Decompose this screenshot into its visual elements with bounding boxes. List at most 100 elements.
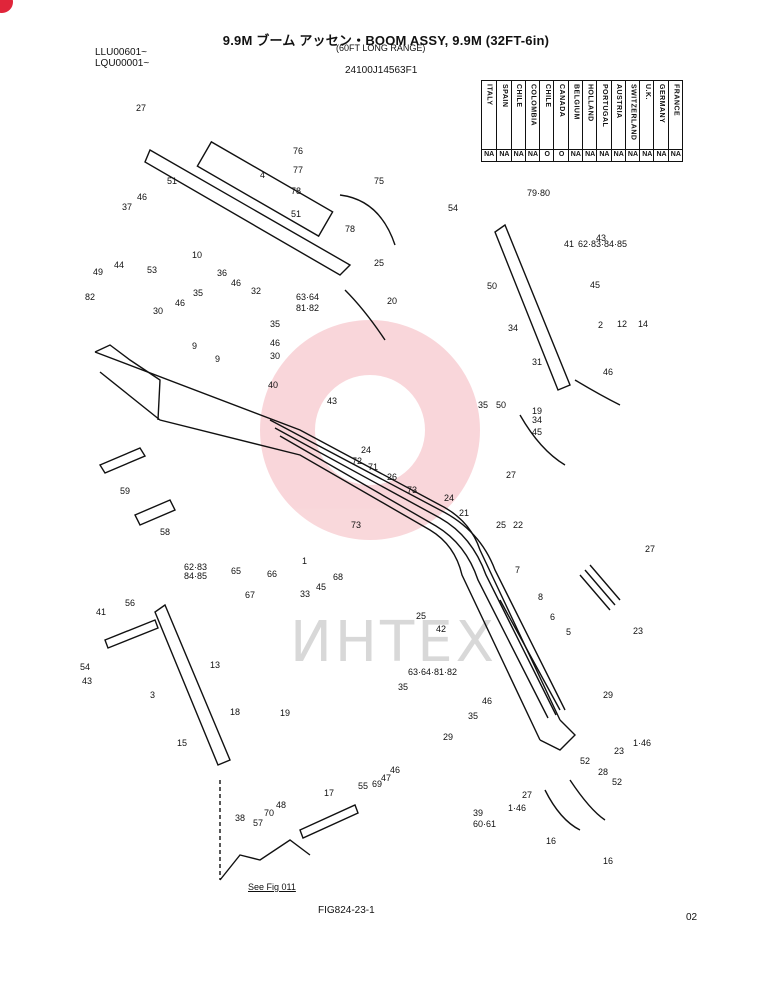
country-applicability-value: NA bbox=[511, 149, 526, 158]
country-applicability-value: O bbox=[540, 149, 555, 158]
country-name: PORTUGAL bbox=[600, 84, 608, 128]
part-callout-label: 37 bbox=[122, 202, 133, 212]
part-callout-label: 15 bbox=[177, 738, 188, 748]
bucket-cylinder-2 bbox=[494, 223, 571, 391]
part-callout-label: 1·46 bbox=[508, 803, 527, 813]
part-callout-label: 20 bbox=[387, 296, 398, 306]
part-callout-label: 45 bbox=[532, 427, 543, 437]
part-callout-label: 51 bbox=[167, 176, 178, 186]
part-callout-label: 42 bbox=[436, 624, 447, 634]
part-callout-label: 51 bbox=[291, 209, 302, 219]
part-callout-label: 60·61 bbox=[473, 819, 497, 829]
boom-pipe-1 bbox=[269, 419, 566, 711]
part-callout-label: 54 bbox=[80, 662, 91, 672]
part-callout-label: 23 bbox=[614, 746, 625, 756]
boom-tip bbox=[539, 719, 576, 751]
part-callout-label: 4 bbox=[260, 170, 266, 180]
country-applicability-value: NA bbox=[611, 149, 626, 158]
part-callout-label: 19 bbox=[280, 708, 291, 718]
part-callout-label: 27 bbox=[645, 544, 656, 554]
hose-bundle-23 bbox=[579, 564, 621, 611]
part-callout-label: 8 bbox=[538, 592, 544, 602]
serial-range-2: LQU00001~ bbox=[95, 58, 150, 69]
part-callout-label: 28 bbox=[598, 767, 609, 777]
page-number: 02 bbox=[686, 912, 698, 923]
part-callout-label: 68 bbox=[333, 572, 344, 582]
country-applicability-value: NA bbox=[654, 149, 669, 158]
boom-pipe-3 bbox=[279, 435, 549, 719]
part-callout-label: 36 bbox=[217, 268, 228, 278]
part-callout-label: 49 bbox=[93, 267, 104, 277]
figure-reference: FIG824-23-1 bbox=[318, 905, 375, 916]
part-callout-label: 44 bbox=[114, 260, 125, 270]
part-callout-label: 79·80 bbox=[527, 188, 551, 198]
country-name: HOLLAND bbox=[586, 84, 594, 122]
country-applicability-value: NA bbox=[482, 149, 497, 158]
part-callout-label: 7 bbox=[515, 565, 521, 575]
part-callout-label: 63·64 bbox=[296, 292, 320, 302]
part-callout-label: 46 bbox=[231, 278, 242, 288]
part-callout-label: 69 bbox=[372, 779, 383, 789]
part-callout-label: 43 bbox=[82, 676, 93, 686]
part-callout-label: 81·82 bbox=[296, 303, 320, 313]
boom-upper-edge bbox=[94, 351, 561, 721]
part-callout-label: 78 bbox=[345, 224, 356, 234]
country-name: ITALY bbox=[485, 84, 493, 106]
part-callout-label: 24 bbox=[361, 445, 372, 455]
part-callout-label: 62·83 bbox=[184, 562, 208, 572]
boom-pipe-2 bbox=[274, 427, 557, 716]
part-callout-label: 57 bbox=[253, 818, 264, 828]
part-callout-label: 46 bbox=[603, 367, 614, 377]
part-callout-label: 19 bbox=[532, 406, 543, 416]
country-name: U.K. bbox=[643, 84, 651, 100]
country-name: CHILE bbox=[515, 84, 523, 108]
part-callout-label: 43 bbox=[327, 396, 338, 406]
assembly-part-number: 24100J14563F1 bbox=[345, 65, 418, 76]
part-callout-label: 59 bbox=[120, 486, 131, 496]
country-applicability-value: NA bbox=[568, 149, 583, 158]
pin-55 bbox=[299, 804, 359, 839]
arm-cylinder bbox=[144, 148, 352, 276]
part-callout-label: 39 bbox=[473, 808, 484, 818]
part-callout-label: 50 bbox=[496, 400, 507, 410]
part-callout-label: 46 bbox=[390, 765, 401, 775]
part-callout-label: 3 bbox=[150, 690, 156, 700]
part-callout-label: 1·46 bbox=[633, 738, 652, 748]
country-name: CHILE bbox=[543, 84, 551, 108]
country-applicability-value: NA bbox=[525, 149, 541, 158]
part-callout-label: 54 bbox=[448, 203, 459, 213]
part-callout-label: 56 bbox=[125, 598, 136, 608]
part-callout-label: 47 bbox=[381, 773, 392, 783]
part-callout-label: 23 bbox=[633, 626, 644, 636]
part-callout-label: 41 bbox=[96, 607, 107, 617]
part-callout-label: 34 bbox=[532, 415, 543, 425]
part-callout-label: 16 bbox=[546, 836, 557, 846]
part-callout-label: 40 bbox=[268, 380, 279, 390]
part-callout-label: 26 bbox=[387, 472, 398, 482]
boom-foot-bracket bbox=[219, 839, 311, 881]
part-callout-label: 1 bbox=[302, 556, 308, 566]
part-callout-label: 46 bbox=[175, 298, 186, 308]
part-callout-label: 29 bbox=[443, 732, 454, 742]
see-figure-reference[interactable]: See Fig 011 bbox=[248, 882, 296, 892]
part-callout-label: 35 bbox=[468, 711, 479, 721]
part-callout-label: 24 bbox=[444, 493, 455, 503]
part-callout-label: 41 bbox=[564, 239, 575, 249]
part-callout-label: 46 bbox=[482, 696, 493, 706]
part-callout-label: 73 bbox=[351, 520, 362, 530]
part-callout-label: 67 bbox=[245, 590, 256, 600]
country-applicability-value: NA bbox=[668, 149, 683, 158]
part-callout-label: 48 bbox=[276, 800, 287, 810]
part-callout-label: 17 bbox=[324, 788, 335, 798]
part-callout-label: 30 bbox=[153, 306, 164, 316]
part-callout-label: 6 bbox=[550, 612, 556, 622]
country-name: SPAIN bbox=[500, 84, 508, 108]
hose-75 bbox=[339, 194, 396, 246]
part-callout-label: 18 bbox=[230, 707, 241, 717]
